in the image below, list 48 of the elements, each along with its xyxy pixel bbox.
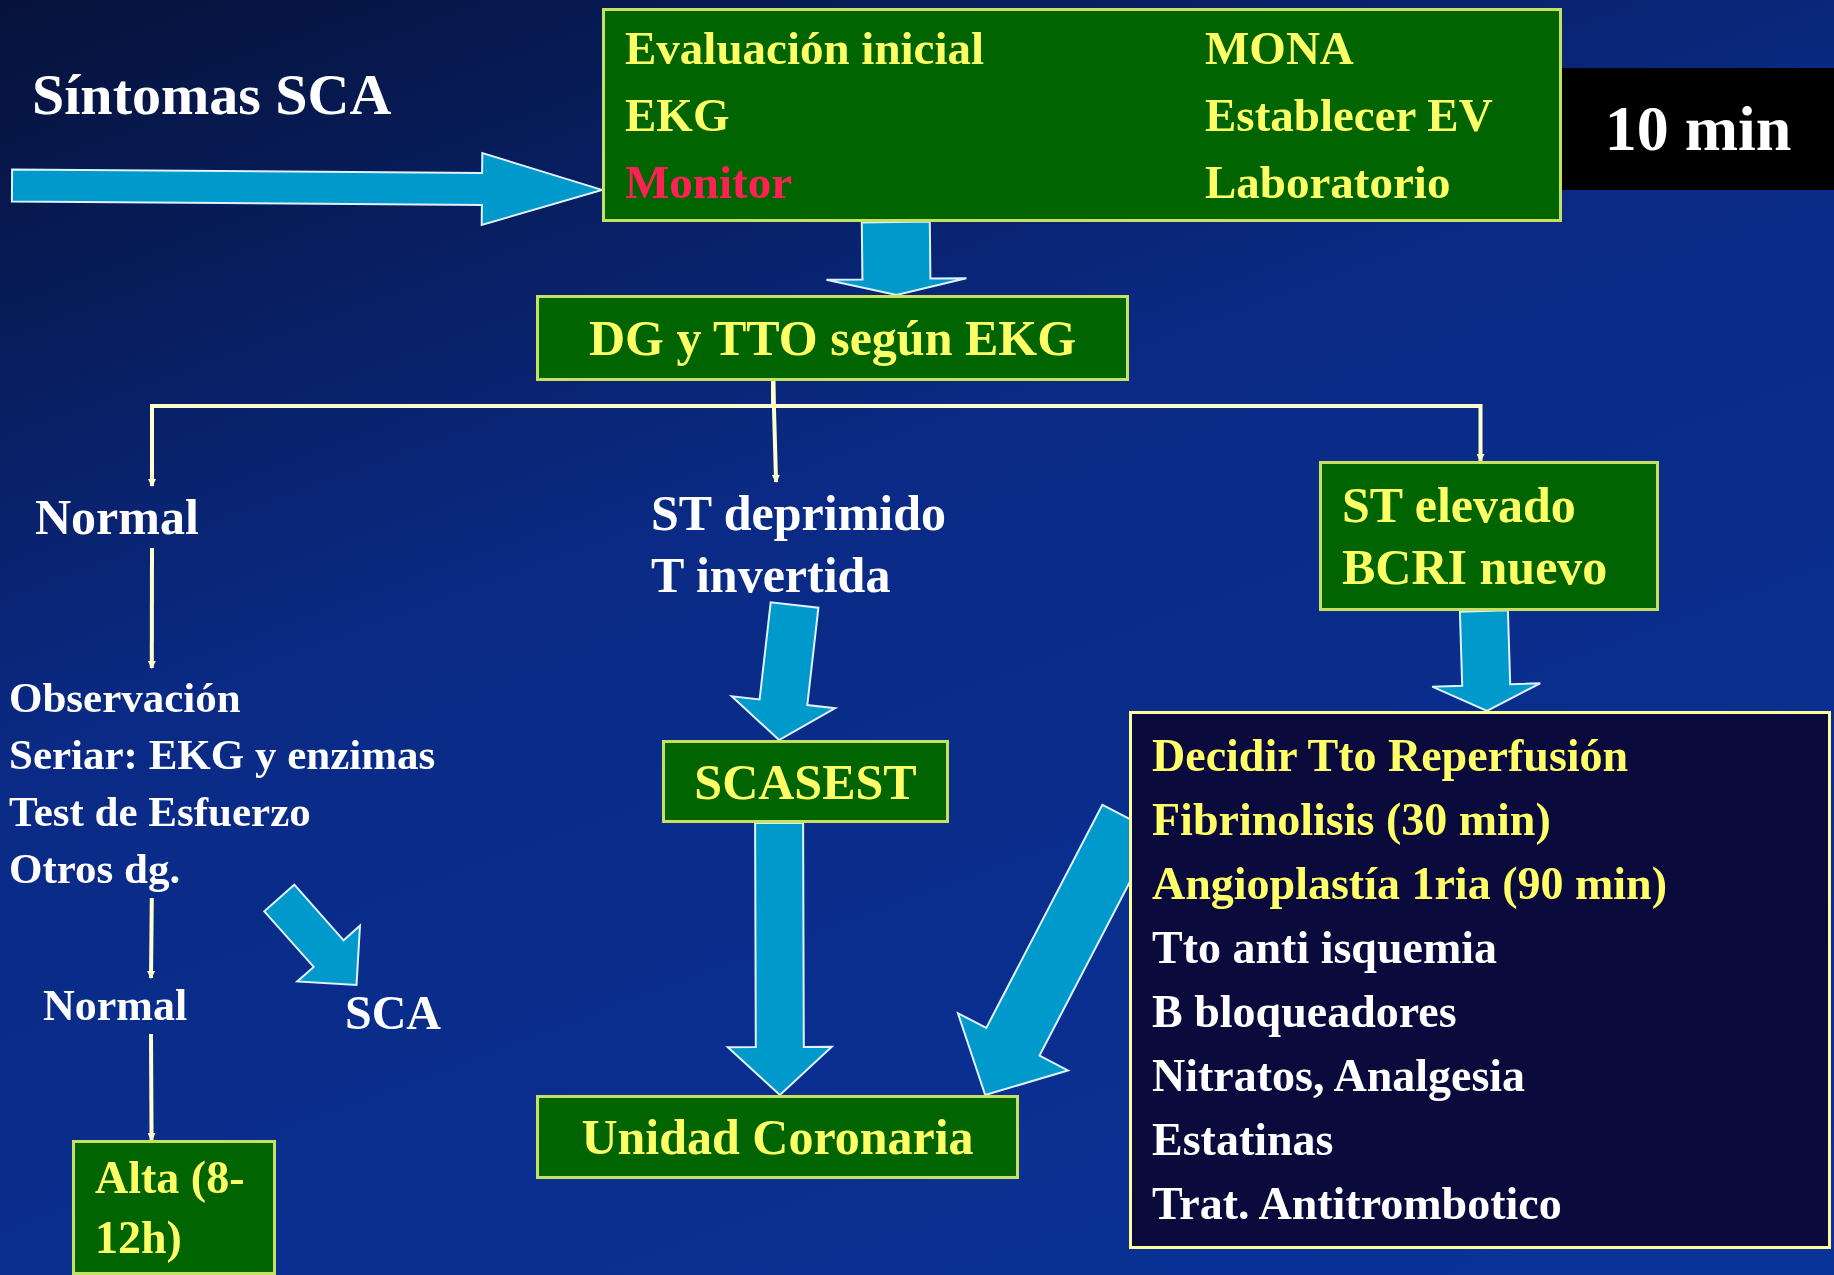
step-text: Estatinas [1152, 1113, 1335, 1167]
step-text: ST elevado [1342, 476, 1577, 535]
step-text: Unidad Coronaria [581, 1108, 974, 1167]
step-text: Otros dg. [9, 844, 182, 894]
step-text: Nitratos, Analgesia [1152, 1049, 1527, 1103]
step-text: Observación [9, 673, 242, 723]
treatment-box [1129, 711, 1831, 1249]
step-text: Laboratorio [1205, 154, 1452, 210]
step-text: T invertida [651, 545, 892, 605]
arrow [147, 1034, 156, 1141]
process-box [602, 8, 1562, 222]
process-box [536, 1095, 1019, 1179]
step-text: Evaluación inicial [625, 21, 986, 77]
step-text: 10 min [1604, 92, 1792, 166]
step-text: Monitor [625, 154, 794, 210]
arrow [147, 897, 156, 979]
step-text: DG y TTO según EKG [588, 309, 1077, 368]
step-text: MONA [1205, 21, 1355, 77]
step-text: Normal [35, 488, 199, 547]
block-arrow [262, 883, 362, 987]
step-text: SCASEST [694, 752, 917, 812]
step-text: Angioplastía 1ria (90 min) [1152, 857, 1668, 911]
step-text: Test de Esfuerzo [9, 787, 312, 837]
step-text: Decidir Tto Reperfusión [1152, 729, 1630, 783]
process-box [662, 740, 949, 823]
step-text: Tto anti isquemia [1152, 921, 1499, 975]
step-text: EKG [625, 88, 731, 143]
process-box [1319, 461, 1659, 611]
step-text: Normal [43, 980, 188, 1032]
time-badge [1562, 68, 1834, 190]
step-text: Establecer EV [1205, 88, 1494, 143]
process-box [72, 1140, 276, 1275]
process-box [536, 295, 1129, 381]
arrow [771, 381, 1485, 462]
step-text: Alta (8-12h) [95, 1150, 246, 1265]
step-text: Fibrinolisis (30 min) [1152, 793, 1552, 847]
step-text: Síntomas SCA [32, 61, 392, 129]
step-text: B bloqueadores [1152, 985, 1458, 1039]
step-text: ST deprimido [651, 483, 947, 543]
block-arrow [725, 821, 835, 1097]
step-text: BCRI nuevo [1342, 538, 1609, 597]
block-arrow [728, 601, 839, 742]
arrow [147, 548, 156, 669]
step-text: Trat. Antitrombotico [1152, 1177, 1563, 1231]
step-text: SCA [345, 986, 442, 1040]
step-text: Seriar: EKG y enzimas [9, 730, 437, 780]
block-arrow [825, 220, 968, 297]
block-arrow [1431, 609, 1542, 713]
